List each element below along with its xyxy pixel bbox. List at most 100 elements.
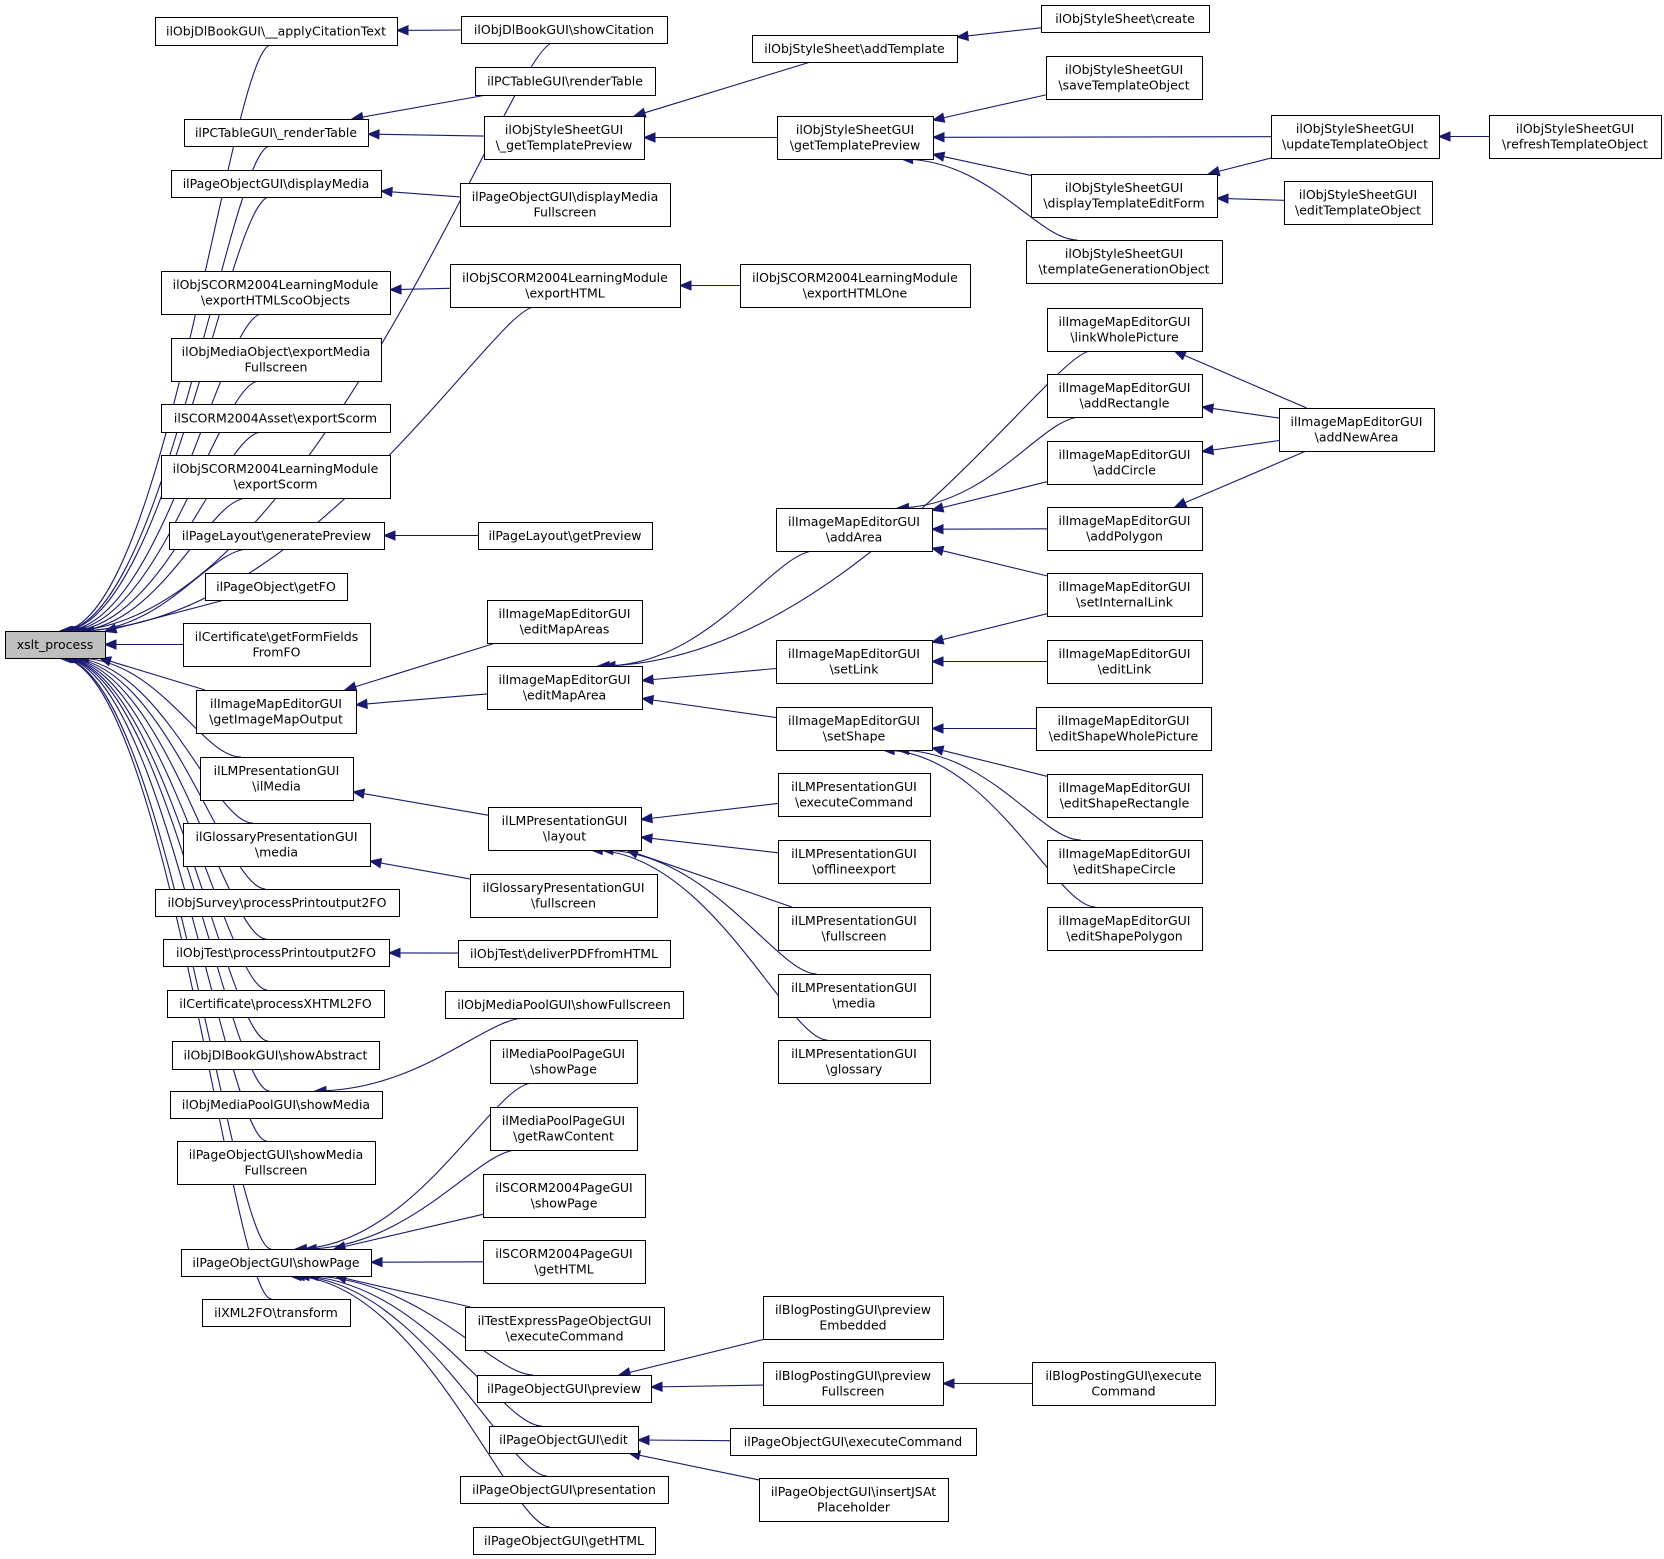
node-edit-map-area[interactable]: ilImageMapEditorGUI\editMapArea [487,666,643,710]
arrowhead-icon [366,129,380,140]
node-label-line: ilImageMapEditorGUI [1059,380,1191,395]
node-label-line: ilImageMapEditorGUI [1059,579,1191,594]
node-box [490,1040,638,1084]
node-box [200,757,354,801]
node-edit-shape-poly[interactable]: ilImageMapEditorGUI\editShapePolygon [1047,907,1203,951]
node-update-tpl[interactable]: ilObjStyleSheetGUI\updateTemplateObject [1271,115,1440,159]
node-po-presentation[interactable]: ilPageObjectGUI\presentation [460,1476,669,1504]
node-set-shape[interactable]: ilImageMapEditorGUI\setShape [776,707,933,751]
node-show-citation[interactable]: ilObjDlBookGUI\showCitation [461,16,668,44]
node-box [169,522,385,550]
node-box [202,1299,351,1327]
node-label-line: FromFO [253,645,301,660]
node-mp-page-raw[interactable]: ilMediaPoolPageGUI\getRawContent [490,1107,638,1151]
arrowhead-icon [930,545,945,557]
node-label-line: \editShapeRectangle [1060,796,1190,811]
node-lm-layout[interactable]: ilLMPresentationGUI\layout [488,807,642,851]
edge-mp-page-show-to-show-page [295,1082,533,1250]
node-get-fo[interactable]: ilPageObject\getFO [205,573,348,601]
node-po-preview[interactable]: ilPageObjectGUI\preview [477,1375,652,1403]
node-edit-map-areas[interactable]: ilImageMapEditorGUI\editMapAreas [487,600,643,644]
node-box [776,707,933,751]
node-edit-shape-whole[interactable]: ilImageMapEditorGUI\editShapeWholePictur… [1036,707,1212,751]
node-get-tpl-preview[interactable]: ilObjStyleSheetGUI\getTemplatePreview [777,116,934,160]
node-edit-tpl[interactable]: ilObjStyleSheetGUI\editTemplateObject [1284,181,1433,225]
node-save-tpl[interactable]: ilObjStyleSheetGUI\saveTemplateObject [1046,56,1203,100]
node-sc-page-show[interactable]: ilSCORM2004PageGUI\showPage [483,1174,646,1218]
node-test-express[interactable]: ilTestExpressPageObjectGUI\executeComman… [465,1307,665,1351]
node-display-media[interactable]: ilPageObjectGUI\displayMedia [171,170,382,198]
node-add-new-area[interactable]: ilImageMapEditorGUI\addNewArea [1279,408,1435,452]
node-export-htmlone[interactable]: ilObjSCORM2004LearningModule\exportHTMLO… [740,264,971,308]
node-show-abstract[interactable]: ilObjDlBookGUI\showAbstract [172,1041,380,1070]
arrowhead-icon [369,1256,383,1268]
node-edit-shape-circle[interactable]: ilImageMapEditorGUI\editShapeCircle [1047,840,1203,884]
node-export-htmlsco[interactable]: ilObjSCORM2004LearningModule\exportHTMLS… [161,271,391,315]
node-lm-glossary[interactable]: ilLMPresentationGUI\glossary [778,1040,931,1084]
node-add-polygon[interactable]: ilImageMapEditorGUI\addPolygon [1047,507,1203,551]
node-add-area[interactable]: ilImageMapEditorGUI\addArea [776,508,933,552]
node-gen-preview[interactable]: ilPageLayout\generatePreview [169,522,385,550]
node-refresh-tpl[interactable]: ilObjStyleSheetGUI\refreshTemplateObject [1489,115,1662,159]
node-asset-export[interactable]: ilSCORM2004Asset\exportScorm [161,404,391,433]
node-set-internal-link[interactable]: ilImageMapEditorGUI\setInternalLink [1047,573,1203,617]
node-add-template[interactable]: ilObjStyleSheet\addTemplate [752,35,958,63]
node-label-line: ilPageObjectGUI\getHTML [484,1533,644,1548]
node-apply-citation[interactable]: ilObjDlBookGUI\__applyCitationText [155,17,398,46]
node-get-image-map-output[interactable]: ilImageMapEditorGUI\getImageMapOutput [196,690,357,734]
node-mp-show-media[interactable]: ilObjMediaPoolGUI\showMedia [170,1091,383,1119]
node-lm-export-scorm[interactable]: ilObjSCORM2004LearningModule\exportScorm [161,455,391,499]
node-label-line: \editShapePolygon [1066,929,1182,944]
node-cert-xhtml[interactable]: ilCertificate\processXHTML2FO [167,990,385,1018]
node-blog-exec[interactable]: ilBlogPostingGUI\executeCommand [1032,1362,1216,1406]
node-get-preview[interactable]: ilPageLayout\getPreview [478,522,653,550]
node-export-html[interactable]: ilObjSCORM2004LearningModule\exportHTML [450,264,681,308]
node-survey-print[interactable]: ilObjSurvey\processPrintoutput2FO [155,889,400,917]
arrowhead-icon [388,284,402,295]
node-gloss-media[interactable]: ilGlossaryPresentationGUI\media [183,823,371,867]
node-edit-link[interactable]: ilImageMapEditorGUI\editLink [1047,640,1203,684]
node-test-pdf[interactable]: ilObjTest\deliverPDFfromHTML [458,940,671,968]
node-label-line: ilObjStyleSheetGUI [1296,121,1414,136]
node-pc-render-table[interactable]: ilPCTableGUI\renderTable [475,67,656,96]
node-disp-tpl-form[interactable]: ilObjStyleSheetGUI\displayTemplateEditFo… [1031,174,1218,218]
node-test-print[interactable]: ilObjTest\processPrintoutput2FO [163,939,390,967]
root-node[interactable]: xslt_process [5,631,106,659]
edge-get-fo-to-root [104,599,225,632]
arrowhead-icon [639,833,653,844]
node-lm-media[interactable]: ilLMPresentationGUI\media [778,974,931,1018]
node-po-edit[interactable]: ilPageObjectGUI\edit [489,1426,639,1454]
node-lm-exec-cmd[interactable]: ilLMPresentationGUI\executeCommand [778,773,931,817]
node-style-create[interactable]: ilObjStyleSheet\create [1041,5,1210,33]
node-mp-page-show[interactable]: ilMediaPoolPageGUI\showPage [490,1040,638,1084]
node-lm-offline[interactable]: ilLMPresentationGUI\offlineexport [778,840,931,884]
node-po-exec[interactable]: ilPageObjectGUI\executeCommand [730,1428,977,1456]
node-lm-fullscreen[interactable]: ilLMPresentationGUI\fullscreen [778,907,931,951]
node-gloss-fullscreen[interactable]: ilGlossaryPresentationGUI\fullscreen [470,874,658,918]
node-add-circle[interactable]: ilImageMapEditorGUI\addCircle [1047,441,1203,485]
node-tpl-preview-static[interactable]: ilObjStyleSheetGUI\_getTemplatePreview [484,116,645,160]
node-tpl-gen[interactable]: ilObjStyleSheetGUI\templateGenerationObj… [1026,240,1223,284]
node-po-get-html[interactable]: ilPageObjectGUI\getHTML [473,1527,656,1555]
node-show-page[interactable]: ilPageObjectGUI\showPage [181,1249,372,1277]
node-xml2fo[interactable]: ilXML2FO\transform [202,1299,351,1327]
node-link-whole[interactable]: ilImageMapEditorGUI\linkWholePicture [1047,308,1203,352]
node-lm-il-media[interactable]: ilLMPresentationGUI\ilMedia [200,757,354,801]
node-mp-show-fullscreen[interactable]: ilObjMediaPoolGUI\showFullscreen [445,991,684,1019]
node-label-line: \linkWholePicture [1070,330,1179,345]
node-add-rect[interactable]: ilImageMapEditorGUI\addRectangle [1047,374,1203,418]
node-pc-render[interactable]: ilPCTableGUI\_renderTable [184,119,369,147]
edge-survey-print-to-root [66,657,266,890]
node-box [161,271,391,315]
node-edit-shape-rect[interactable]: ilImageMapEditorGUI\editShapeRectangle [1047,774,1203,818]
node-set-link[interactable]: ilImageMapEditorGUI\setLink [776,640,933,684]
node-label-line: ilPageObjectGUI\showPage [192,1255,360,1270]
node-sc-page-html[interactable]: ilSCORM2004PageGUI\getHTML [483,1240,646,1284]
